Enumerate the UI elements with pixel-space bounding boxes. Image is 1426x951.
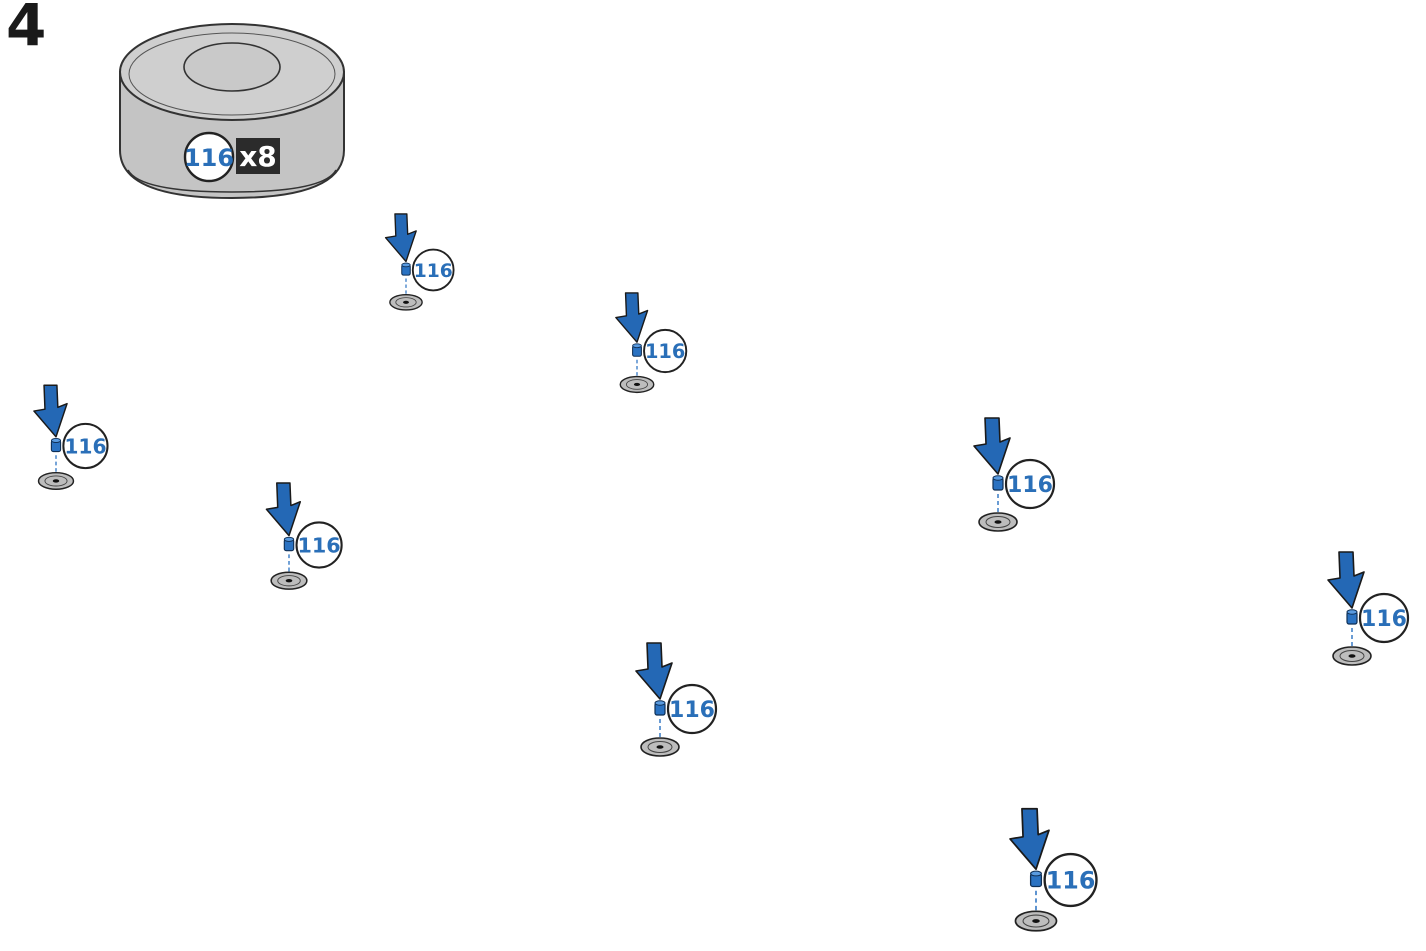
mounting-hole-rim [44, 475, 68, 487]
part-callout [295, 521, 343, 569]
mounting-hole-center [403, 300, 409, 304]
part-callout-id: 116 [645, 340, 685, 363]
part-callout [62, 422, 109, 470]
mounting-hole-rim [985, 516, 1011, 528]
part-callout [643, 328, 688, 374]
placement-3: 116 [33, 384, 109, 490]
down-arrow-icon [615, 292, 649, 343]
part-callout-id: 116 [414, 261, 453, 282]
mounting-hole-center [52, 479, 60, 483]
part-callout [1043, 852, 1098, 908]
mounting-hole-rim [277, 575, 301, 587]
mounting-hole-center [1348, 654, 1356, 658]
parts-tray: 116 x8 [119, 23, 345, 200]
part-callout [1358, 592, 1410, 644]
plug-part-top [1346, 609, 1358, 615]
step-number: 4 [6, 0, 47, 59]
mounting-hole-rim [1022, 914, 1050, 928]
placement-5: 116 [973, 417, 1056, 532]
part-callout-id: 116 [1361, 607, 1407, 632]
tray-top-rim [128, 32, 336, 116]
part-callout-id: 116 [298, 534, 341, 558]
mounting-hole-rim [626, 379, 648, 390]
mounting-hole-center [285, 579, 293, 583]
mounting-hole-center [656, 745, 664, 749]
part-callout [666, 683, 718, 735]
part-callout [411, 248, 455, 292]
placement-2: 116 [615, 292, 688, 394]
down-arrow-icon [265, 482, 302, 537]
down-arrow-icon [1327, 551, 1365, 609]
placement-8: 116 [1009, 807, 1098, 932]
plug-part-top [1030, 870, 1042, 877]
plug-part-top [632, 343, 642, 349]
plug-part-top [283, 536, 295, 542]
down-arrow-icon [33, 384, 68, 438]
plug-part-top [992, 475, 1004, 481]
down-arrow-icon [1009, 807, 1050, 871]
tray-well [183, 42, 281, 92]
mounting-hole-rim [1339, 650, 1365, 662]
down-arrow-icon [384, 213, 417, 263]
part-callout-id: 116 [1007, 473, 1053, 498]
down-arrow-icon [973, 417, 1011, 475]
placement-7: 116 [1327, 551, 1410, 666]
plug-part-top [401, 262, 411, 268]
down-arrow-icon [635, 642, 673, 700]
tray-quantity-badge [236, 138, 280, 174]
plug-part-top [654, 700, 666, 706]
placement-1: 116 [384, 213, 455, 311]
mounting-hole-rim [647, 741, 673, 753]
tray-part-id: 116 [184, 144, 234, 172]
part-callout-id: 116 [669, 698, 715, 723]
tray-part-callout [183, 131, 235, 183]
tray-base-rim [127, 169, 337, 193]
mounting-hole-center [633, 382, 641, 387]
part-callout-id: 116 [1046, 867, 1096, 895]
placement-4: 116 [265, 482, 343, 590]
plug-part-top [50, 437, 62, 443]
placements: 116 116 116 116 116 116 116 116 [33, 213, 1410, 932]
part-callout [1004, 458, 1056, 510]
mounting-hole-rim [395, 297, 417, 308]
mounting-hole-center [1032, 919, 1040, 923]
mounting-hole-center [994, 520, 1002, 524]
part-callout-id: 116 [64, 434, 106, 458]
tray-quantity: x8 [239, 140, 277, 173]
placement-6: 116 [635, 642, 718, 757]
